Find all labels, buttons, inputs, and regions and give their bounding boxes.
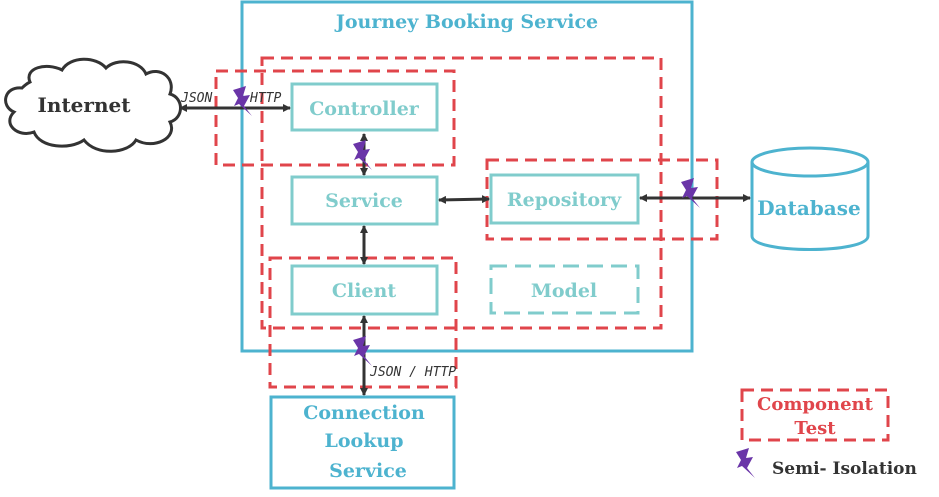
model-box [489, 264, 640, 315]
database: Database [750, 146, 870, 251]
connection-service-line3: Service [329, 460, 407, 482]
arrow-service-repository [438, 195, 490, 204]
service-box [290, 175, 439, 226]
protocol-json-label: JSON [180, 91, 212, 106]
lightning-bolt-icon [736, 448, 755, 478]
controller-label: Controller [309, 98, 420, 120]
internet-label: Internet [38, 93, 132, 117]
protocol-http-label: HTTP [249, 91, 281, 106]
connection-service-line2: Lookup [325, 430, 404, 452]
cloud-icon [4, 57, 182, 153]
legend-component-test-line2: Test [794, 418, 836, 439]
database-label: Database [757, 196, 860, 220]
client-box [290, 264, 439, 316]
model-label: Model [531, 280, 597, 302]
component-test-boundary-controller [214, 69, 456, 167]
repository-label: Repository [507, 189, 622, 211]
legend-semi-isolation-label: Semi- Isolation [772, 459, 917, 479]
journey-booking-service-title: Journey Booking Service [334, 11, 598, 33]
connection-lookup-service-box [269, 395, 456, 490]
journey-booking-service-box [240, 0, 694, 353]
service-label: Service [325, 190, 403, 212]
legend-component-test-swatch [740, 388, 890, 442]
database-cylinder-icon [750, 162, 870, 251]
repository-box [489, 173, 640, 225]
connection-service-line1: Connection [303, 402, 425, 424]
legend-component-test-line1: Component [757, 394, 874, 415]
legend: Component Test Semi- Isolation [736, 388, 917, 479]
internet-cloud: Internet [4, 57, 182, 153]
component-test-boundary-main [260, 56, 663, 330]
client-label: Client [332, 280, 396, 302]
controller-box [290, 82, 439, 132]
protocol-json-http-label: JSON / HTTP [369, 365, 456, 380]
